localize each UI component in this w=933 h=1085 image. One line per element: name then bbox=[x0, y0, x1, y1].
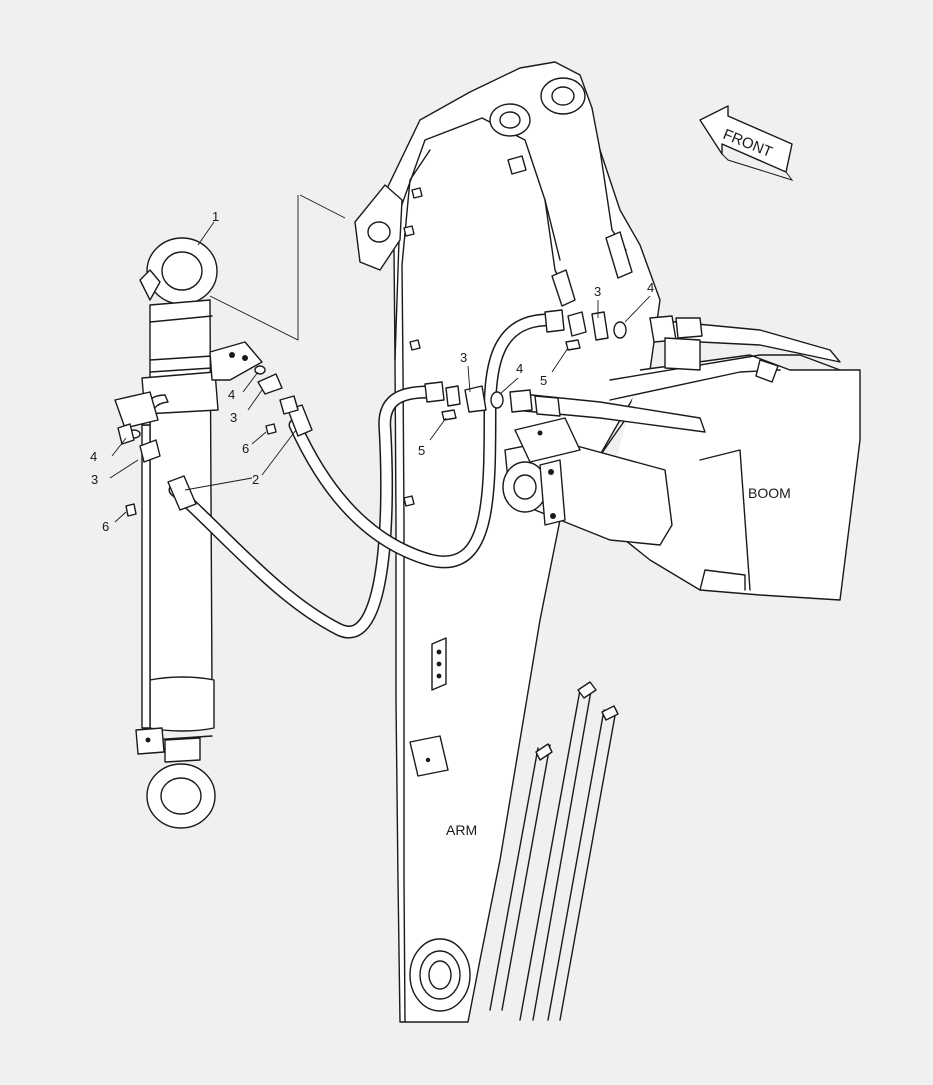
hose-lines bbox=[167, 309, 565, 639]
callout-6-left-upper: 6 bbox=[242, 441, 249, 456]
callout-6-left-lower: 6 bbox=[102, 519, 109, 534]
arm-structure bbox=[354, 61, 661, 1023]
fittings bbox=[117, 311, 841, 517]
callout-4-upper-right: 4 bbox=[647, 280, 654, 295]
front-direction-arrow: FRONT bbox=[699, 105, 794, 181]
callout-3-middle: 3 bbox=[460, 350, 467, 365]
callout-1: 1 bbox=[212, 209, 219, 224]
leader-lines bbox=[109, 194, 651, 523]
callout-4-middle: 4 bbox=[516, 361, 523, 376]
callout-4-left-upper: 4 bbox=[228, 387, 235, 402]
callout-labels: 1 2 3 4 3 4 5 5 4 3 6 4 3 6 bbox=[90, 209, 654, 534]
boom-label: BOOM bbox=[748, 485, 791, 501]
callout-2: 2 bbox=[252, 472, 259, 487]
callout-4-left-lower: 4 bbox=[90, 449, 97, 464]
callout-3-left-lower: 3 bbox=[91, 472, 98, 487]
arm-label: ARM bbox=[446, 822, 477, 838]
callout-5-upper: 5 bbox=[540, 373, 547, 388]
callout-3-left-upper: 3 bbox=[230, 410, 237, 425]
callout-5-lower: 5 bbox=[418, 443, 425, 458]
cylinder-assembly bbox=[114, 237, 263, 829]
callout-3-upper-right: 3 bbox=[594, 284, 601, 299]
